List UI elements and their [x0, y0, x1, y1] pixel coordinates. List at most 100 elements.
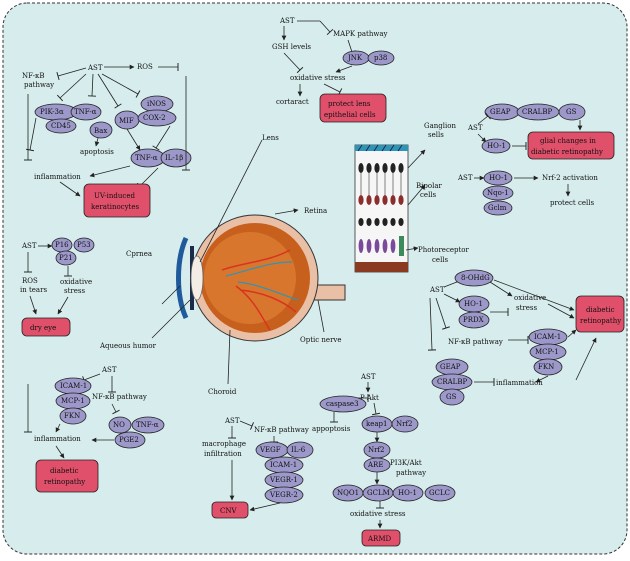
p3-box [527, 131, 615, 160]
p5-box [21, 317, 71, 337]
p5-box-label: dry eye [30, 324, 56, 332]
p6-box-1: diabetic [586, 306, 615, 314]
p2-jnk: JNK [347, 54, 363, 62]
p8-macro-2: infiltration [204, 450, 242, 458]
p1-inos: iNOS [147, 100, 166, 108]
panel-diabetic-retinopathy-left: AST NF-κB pathway ICAM-1 MCP-1 FKN NO TN… [24, 366, 165, 493]
p9-apoptosis: appoptosis [312, 425, 351, 433]
p7-tnf-oval [131, 416, 165, 434]
label-bipolar-2: cells [420, 191, 437, 199]
cornea-arc [176, 236, 189, 320]
p1-bax: Bax [94, 127, 107, 135]
p1-box-2: keratinocytes [91, 203, 140, 211]
p9-nqo1: NQO1 [337, 489, 359, 497]
p4-ast: AST [457, 174, 473, 182]
p6-ohdg: 8-OHdG [461, 274, 490, 282]
p9-keap: keap1 [366, 420, 388, 428]
label-retina: Retina [304, 207, 327, 215]
label-lens: Lens [262, 134, 279, 142]
p7-icam: ICAM-1 [60, 382, 87, 390]
p5-ast: AST [21, 242, 37, 250]
p7-ast: AST [101, 366, 117, 374]
label-ganglion-1: Ganglion [424, 122, 456, 130]
p8-macro-1: macrophage [202, 440, 246, 448]
p8-vegr2-oval [264, 486, 304, 504]
p9-ox: oxidative stress [350, 510, 406, 518]
p5-ros-2: in tears [20, 286, 47, 294]
p7-pge2-oval [114, 431, 146, 449]
p1-tnf: TNF-α [74, 108, 97, 116]
p8-vegr2: VEGR-2 [269, 491, 298, 499]
p7-fkn-oval [59, 407, 87, 425]
label-choroid: Choroid [208, 388, 237, 396]
p1-il1b: IL-1β [165, 154, 183, 162]
p6-gs-oval [439, 388, 465, 406]
panel-uv-keratinocytes: AST NF-κB pathway ROS PIK-3α TNF-α CD45 … [22, 63, 192, 218]
p6-prdx-oval [458, 311, 490, 329]
p8-box [211, 501, 249, 519]
p7-fkn: FKN [64, 412, 80, 420]
p9-nrf2a: Nrf2 [396, 420, 413, 428]
p8-nfkb: NF-κB pathway [254, 426, 309, 434]
p9-gclc-oval [424, 484, 456, 502]
p3-gs: GS [566, 108, 577, 116]
p8-vegf: VEGF [259, 446, 281, 454]
p7-box-1: diabetic [50, 467, 79, 475]
anatomy-labels: Lens Retina Cprnea Aqueous humor Choroid… [99, 134, 342, 396]
panel-lens: AST MAPK pathway GSH levels JNK p38 oxid… [272, 17, 395, 123]
p9-box [361, 529, 401, 547]
p6-ho1: HO-1 [464, 300, 483, 308]
p2-p38-oval [367, 50, 395, 66]
p8-icam: ICAM-1 [270, 461, 297, 469]
p5-ox-2: stress [64, 287, 85, 295]
p6-box [575, 295, 625, 333]
label-cornea: Cprnea [126, 250, 152, 258]
vitreous [204, 232, 296, 324]
p6-ohdg-oval [454, 269, 494, 287]
p2-p38: p38 [374, 54, 387, 62]
p6-fkn: FKN [538, 363, 554, 371]
p7-no-oval [108, 416, 132, 434]
panel-diabetic-retinopathy-right: AST 8-OHdG HO-1 PRDX oxidative stress di… [427, 269, 625, 406]
p6-ox-2: stress [516, 304, 537, 312]
p8-box-label: CNV [220, 507, 237, 515]
p9-pi3k-1: PI3K/Akt [390, 459, 422, 467]
p2-box [319, 93, 387, 123]
p4-gclm: Gclm [488, 204, 507, 212]
panel-dry-eye: AST P16 P53 P21 ROS in tears oxidative s… [20, 237, 95, 337]
p1-ros: ROS [137, 63, 153, 71]
p1-il1b-oval [160, 148, 192, 168]
p3-cralbp: CRALBP [522, 108, 552, 116]
p2-box-1: protect lens [328, 100, 371, 108]
p1-cd45-oval [45, 118, 77, 134]
p9-ho1-oval [392, 484, 424, 502]
p5-p21: P21 [59, 254, 73, 262]
p4-gclm-oval [483, 200, 513, 216]
p4-protect: protect cells [550, 199, 594, 207]
retinal-vessels-blue [225, 261, 299, 301]
p2-ox: oxidative stress [290, 74, 346, 82]
p5-p16: P16 [55, 241, 69, 249]
p5-p53: P53 [77, 241, 91, 249]
p1-cox2-oval [137, 109, 177, 127]
p1-apoptosis: apoptosis [80, 148, 114, 156]
p6-prdx: PRDX [463, 316, 484, 324]
p7-no: NO [113, 421, 125, 429]
label-aqueous: Aqueous humor [99, 342, 157, 350]
p1-bax-oval [89, 121, 113, 139]
eye-illustration [176, 214, 346, 342]
p5-p53-oval [73, 237, 95, 253]
label-bipolar-1: Bipolar [416, 182, 442, 190]
p1-tnf-oval [70, 103, 102, 121]
p7-box-2: retinopathy [44, 478, 85, 486]
p3-box-2: diabetic retinopathy [531, 148, 603, 156]
retina-cell-layers [354, 144, 409, 273]
label-ganglion-2: sells [428, 131, 444, 139]
p1-box-1: UV-induced [94, 192, 135, 200]
p1-box [83, 183, 151, 218]
p9-pakt: P-Akt [360, 394, 379, 402]
p5-ox-1: oxidative [60, 278, 92, 286]
p6-geap: GEAP [440, 363, 461, 371]
